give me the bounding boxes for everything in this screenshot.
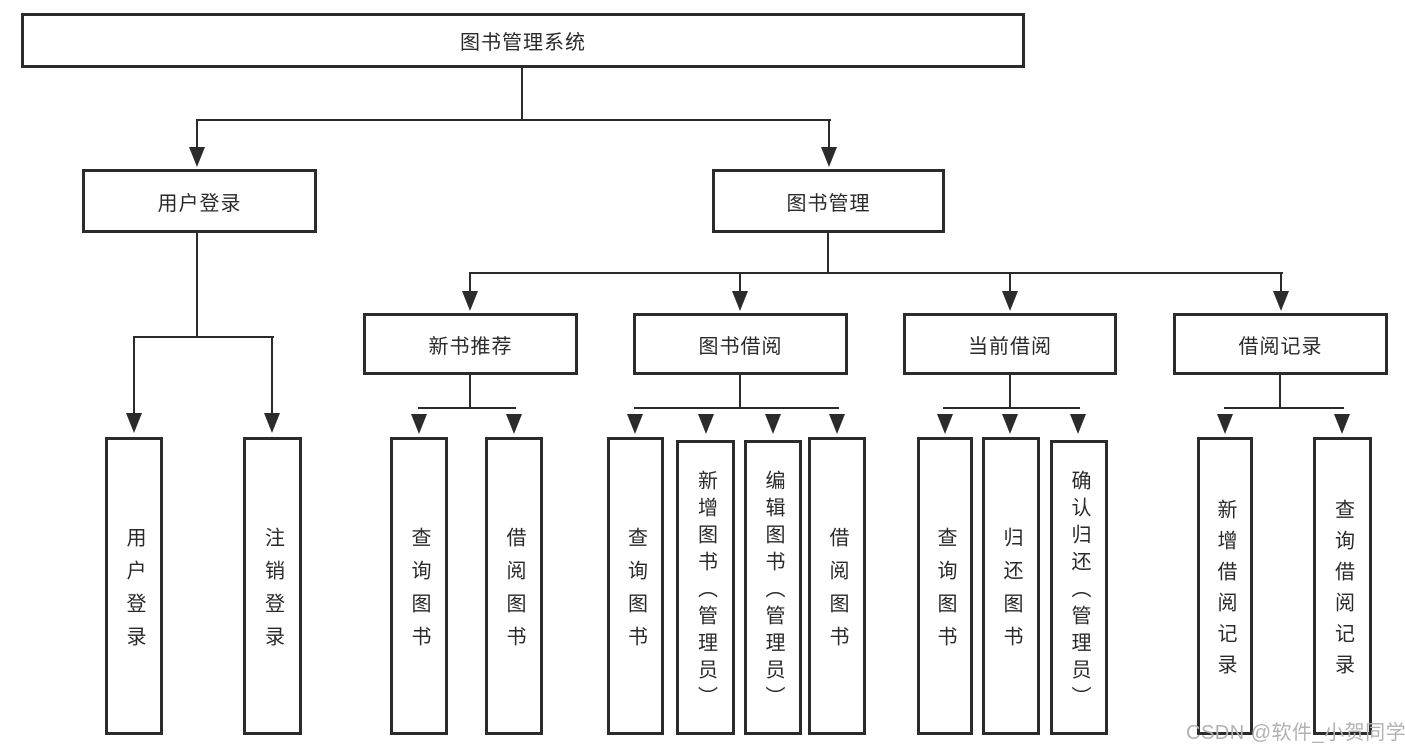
node-label: 图书借阅: [698, 335, 783, 358]
connector-line: [634, 407, 839, 409]
arrow-stem: [271, 336, 273, 415]
arrow-down-icon: [1334, 414, 1350, 434]
leaf-label: 查询图书: [624, 526, 647, 659]
leaf-label: 归还图书: [1000, 526, 1022, 659]
arrow-down-icon: [126, 413, 142, 433]
node-book-borrow: 图书借阅: [633, 313, 848, 375]
arrow-down-icon: [829, 414, 845, 434]
node-root-library-system: 图书管理系统: [21, 13, 1025, 68]
node-label: 图书管理: [786, 192, 871, 215]
arrow-stem: [1009, 272, 1011, 294]
node-label: 用户登录: [157, 192, 242, 215]
arrow-down-icon: [1002, 291, 1018, 311]
arrow-down-icon: [462, 291, 478, 311]
leaf-label: 查询借阅记录: [1331, 498, 1354, 685]
arrow-down-icon: [1217, 414, 1233, 434]
leaf-borrow-books-recommend: 借阅图书: [485, 437, 543, 735]
arrow-down-icon: [765, 414, 781, 434]
leaf-label: 注销登录: [261, 526, 284, 659]
leaf-add-book-admin: 新增图书（管理员）: [676, 440, 735, 735]
leaf-query-books-borrow: 查询图书: [607, 437, 664, 735]
arrow-down-icon: [189, 147, 205, 167]
node-label: 新书推荐: [428, 335, 513, 358]
connector-line: [418, 407, 516, 409]
leaf-label: 用户登录: [123, 526, 145, 659]
leaf-label: 查询图书: [934, 526, 956, 659]
leaf-label: 编辑图书（管理员）: [762, 469, 784, 713]
arrow-down-icon: [627, 414, 643, 434]
arrow-stem: [828, 119, 830, 149]
arrow-down-icon: [937, 414, 953, 434]
arrow-down-icon: [698, 414, 714, 434]
leaf-logout: 注销登录: [243, 437, 302, 735]
node-borrow-records: 借阅记录: [1173, 313, 1388, 375]
arrow-down-icon: [821, 147, 837, 167]
connector-line: [1279, 375, 1281, 409]
leaf-query-books-recommend: 查询图书: [390, 437, 448, 735]
connector-line: [521, 68, 523, 121]
arrow-stem: [1280, 272, 1282, 294]
connector-line: [1009, 375, 1011, 409]
node-label: 当前借阅: [968, 335, 1052, 358]
connector-line: [469, 272, 1283, 274]
arrow-down-icon: [732, 291, 748, 311]
leaf-user-login: 用户登录: [105, 437, 163, 735]
leaf-edit-book-admin: 编辑图书（管理员）: [744, 440, 802, 735]
node-book-management: 图书管理: [712, 169, 945, 233]
node-new-book-recommend: 新书推荐: [363, 313, 578, 375]
leaf-label: 借阅图书: [503, 526, 525, 659]
arrow-down-icon: [506, 414, 522, 434]
node-user-login: 用户登录: [82, 169, 317, 233]
leaf-confirm-return-admin: 确认归还（管理员）: [1050, 440, 1108, 735]
arrow-stem: [133, 336, 135, 415]
arrow-down-icon: [411, 414, 427, 434]
leaf-query-books-current: 查询图书: [917, 437, 973, 735]
leaf-label: 借阅图书: [826, 526, 848, 659]
connector-line: [827, 233, 829, 274]
leaf-add-borrow-record: 新增借阅记录: [1197, 437, 1253, 735]
connector-line: [739, 375, 741, 409]
leaf-label: 新增图书（管理员）: [694, 469, 717, 713]
node-label: 图书管理系统: [460, 32, 586, 54]
connector-line: [196, 233, 198, 338]
arrow-down-icon: [1002, 414, 1018, 434]
arrow-stem: [196, 119, 198, 149]
leaf-borrow-books-2: 借阅图书: [808, 437, 866, 735]
arrow-down-icon: [1273, 291, 1289, 311]
leaf-label: 新增借阅记录: [1214, 498, 1236, 685]
leaf-label: 查询图书: [408, 526, 430, 659]
connector-line: [469, 375, 471, 409]
connector-line: [943, 407, 1080, 409]
connector-line: [133, 336, 274, 338]
leaf-return-book: 归还图书: [982, 437, 1040, 735]
connector-line: [196, 119, 831, 121]
node-current-borrow: 当前借阅: [903, 313, 1117, 375]
arrow-down-icon: [1070, 414, 1086, 434]
arrow-stem: [739, 272, 741, 294]
node-label: 借阅记录: [1238, 335, 1323, 358]
arrow-stem: [469, 272, 471, 294]
leaf-query-borrow-record: 查询借阅记录: [1313, 437, 1372, 735]
csdn-watermark: CSDN @软件_小贺同学: [1186, 722, 1405, 744]
arrow-down-icon: [264, 413, 280, 433]
leaf-label: 确认归还（管理员）: [1068, 469, 1090, 713]
connector-line: [1224, 407, 1344, 409]
